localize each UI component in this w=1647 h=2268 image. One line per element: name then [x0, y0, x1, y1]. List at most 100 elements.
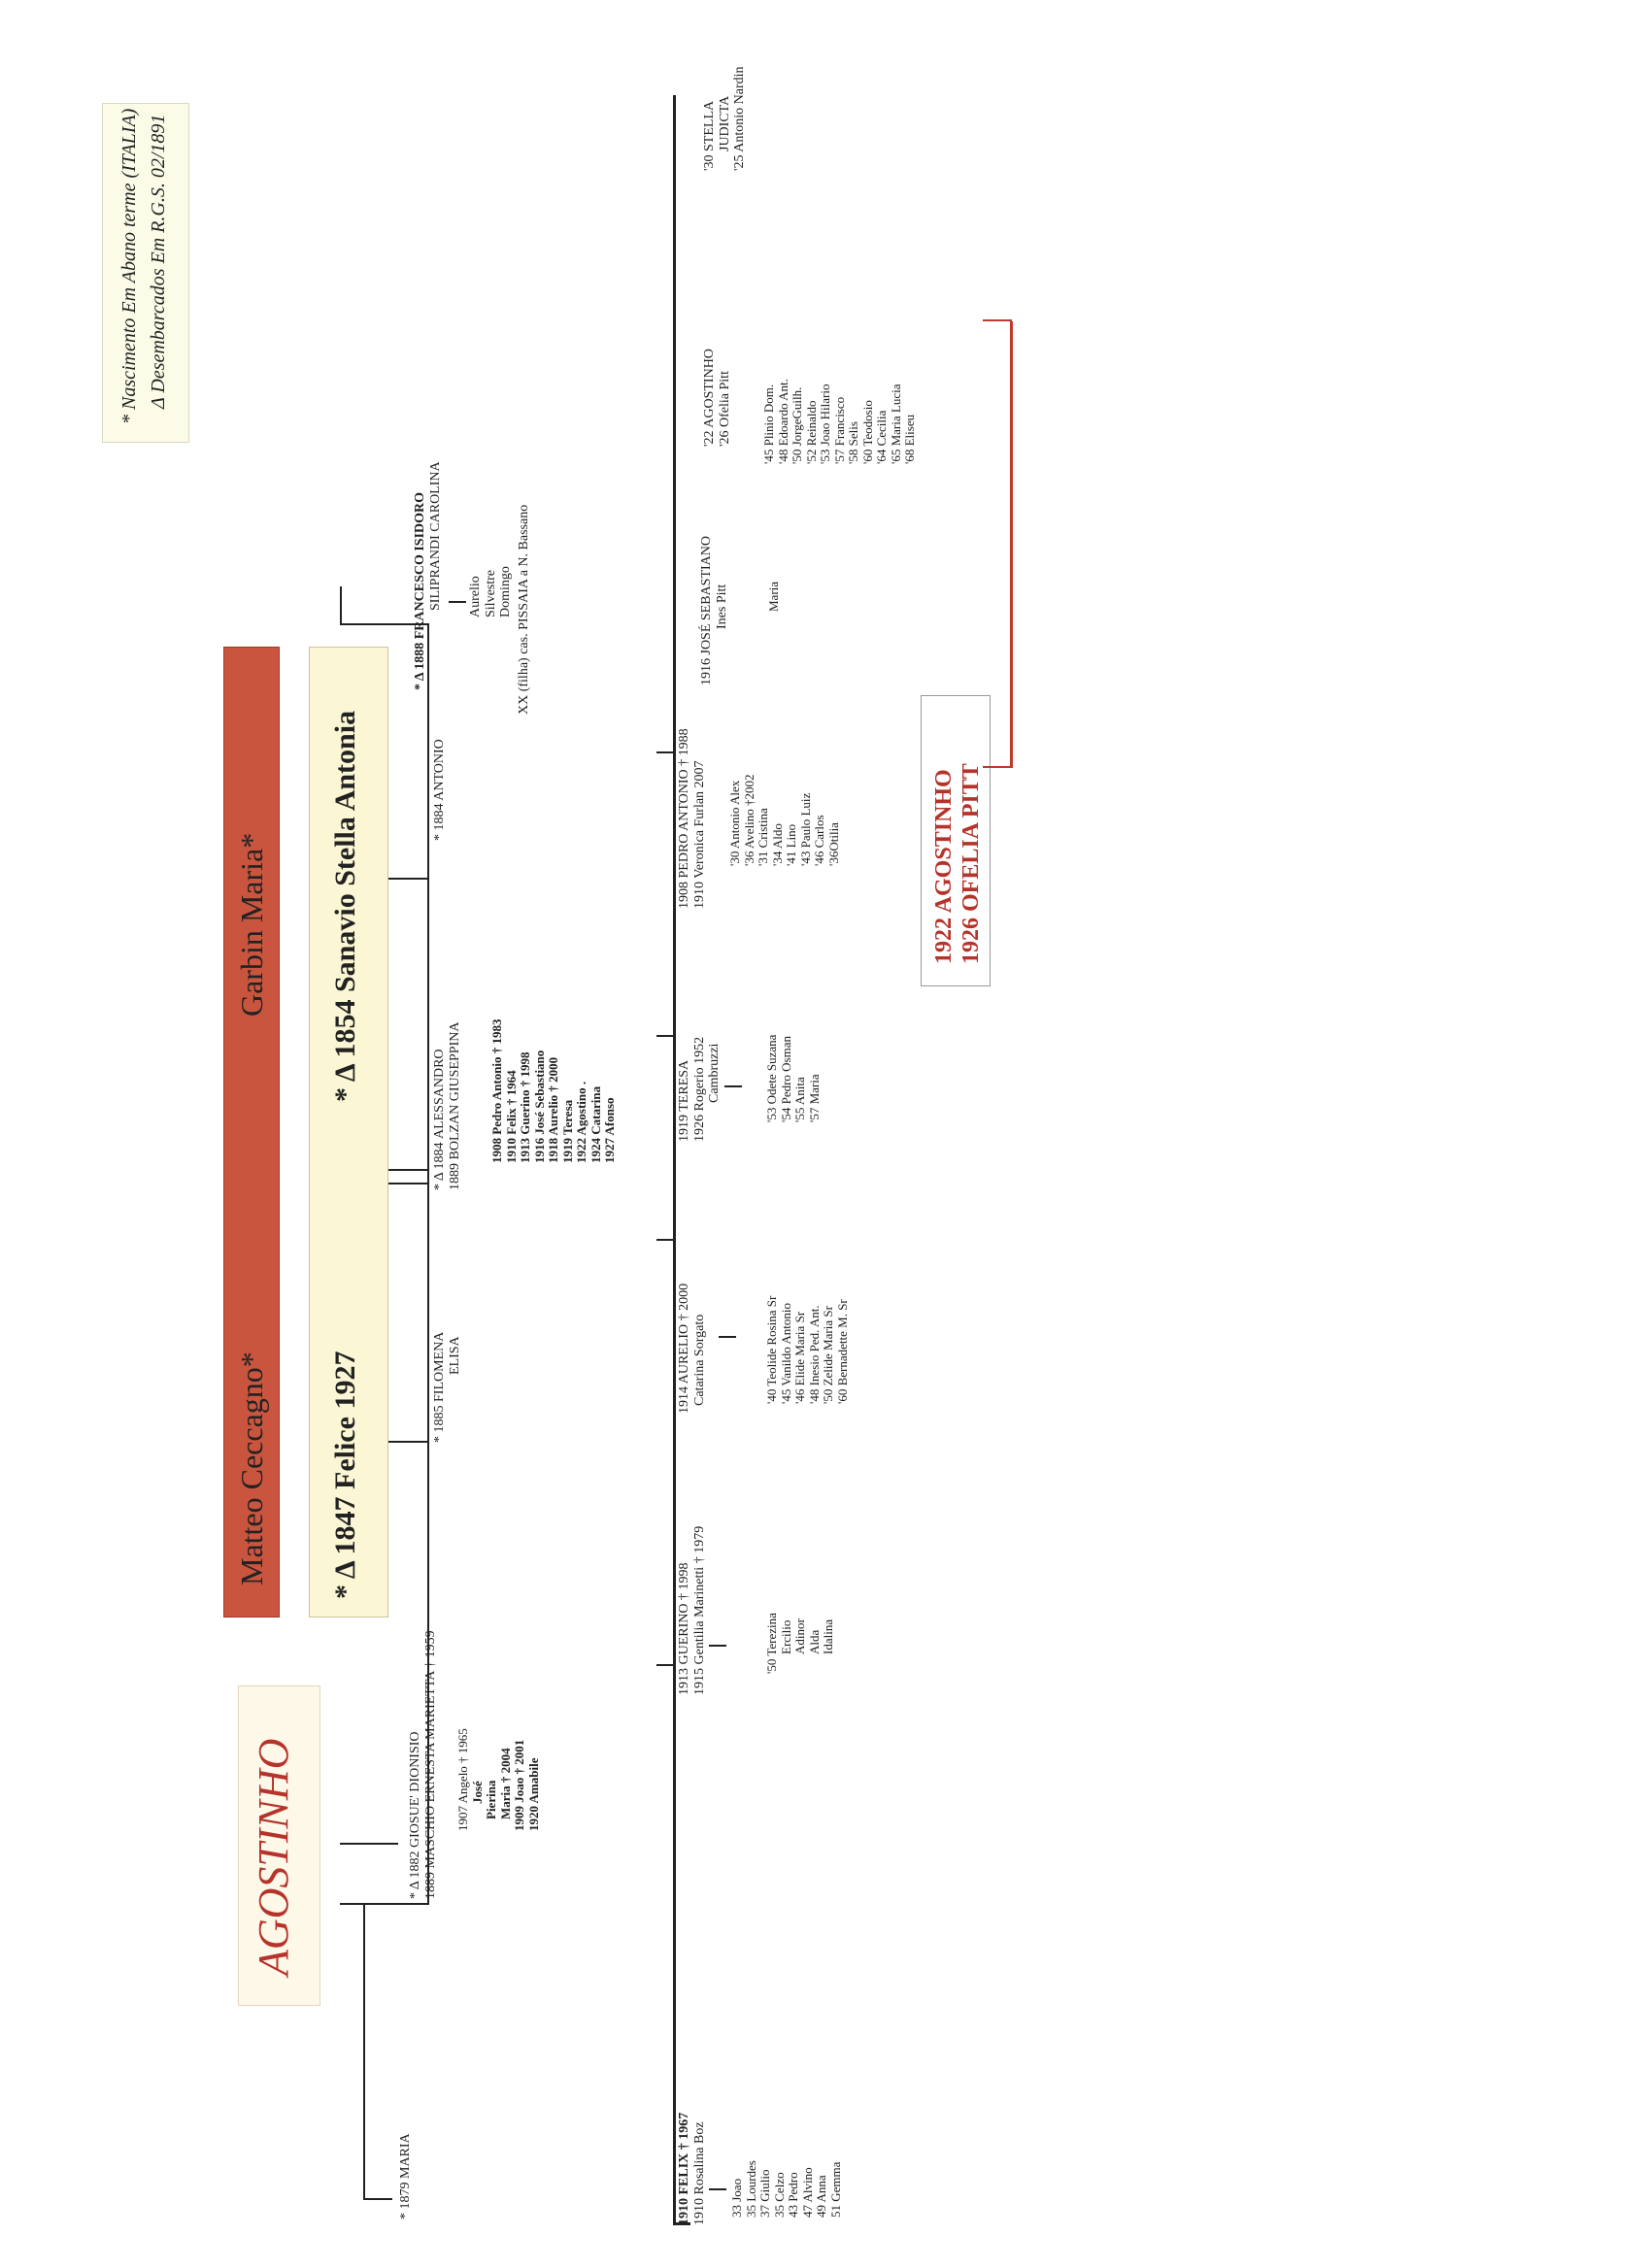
filomena-line-1: * 1885 FILOMENA [432, 1331, 447, 1443]
felix-name: 1910 FELIX † 1967 [677, 2112, 691, 2225]
gen2-filomena: * 1885 FILOMENA ELISA [432, 1332, 462, 1443]
agostinho-child: '53 Joao Hilario [818, 384, 832, 465]
gen3-stella: '30 STELLA JUDICTA '25 Antonio Nardin [702, 66, 748, 171]
gen3-guerino: 1913 GUERINO † 1998 1915 Gentilia Marine… [677, 1526, 707, 1695]
stella-name: '30 STELLA [702, 100, 717, 171]
gen3-tick [656, 1035, 674, 1037]
alessandro-children: 1908 Pedro Antonio † 1983 1910 Felix † 1… [489, 1018, 618, 1163]
alessandro-child: 1910 Felix † 1964 [503, 1070, 519, 1163]
pedro-child: '30 Antonio Alex [727, 780, 742, 866]
teresa-spouse-2: Cambruzzi [707, 1043, 722, 1103]
aurelio-child: '50 Zelide Maria Sr [821, 1306, 835, 1404]
alessandro-child: 1918 Aurelio † 2000 [546, 1056, 560, 1163]
pedro-child: '31 Cristina [756, 808, 770, 866]
aurelio-child: '40 Teolide Rosina Sr [764, 1295, 779, 1404]
alessandro-child: 1919 Teresa [559, 1099, 575, 1163]
gen2-maria: * 1879 MARIA [398, 2133, 413, 2219]
pedro-child: '41 Lino [784, 823, 798, 866]
pedro-child: '34 Aldo [769, 823, 785, 866]
guerino-child: Ercilio [778, 1619, 793, 1654]
founder-bar: * Δ 1847 Felice 1927 * Δ 1854 Sanavio St… [309, 647, 388, 1618]
alessandro-child: 1924 Catarina [588, 1085, 603, 1163]
gen3-agostinho: '22 AGOSTINHO '26 Ofelia Pitt [702, 349, 732, 447]
gen3-teresa: 1919 TERESA 1926 Rogerio 1952 Cambruzzi [677, 1037, 723, 1142]
patriarch-bar: Matteo Ceccagno* Garbin Maria* [223, 647, 280, 1618]
giosue-title: * Δ 1882 GIOSUE' DIONISIO [408, 1731, 422, 1899]
alessandro-title: * Δ 1884 ALESSANDRO [432, 1049, 447, 1190]
felix-spouse: 1910 Rosalina Boz [691, 2121, 707, 2225]
teresa-name: 1919 TERESA [677, 1059, 691, 1142]
teresa-children: '53 Odete Suzana '54 Pedro Osman '55 Ani… [764, 1034, 822, 1122]
agostinho-child: '45 Plinio Dom. [761, 384, 776, 464]
pedro-children: '30 Antonio Alex '36 Avelino †2002 '31 C… [727, 774, 841, 866]
jose-name: 1916 JOSÉ SEBASTIANO [699, 535, 714, 685]
stella-name-2: JUDICTA [717, 95, 732, 151]
filomena-line-2: ELISA [447, 1336, 462, 1375]
francesco-note: XX (filha) cas. PISSAIA a N. Bassano [517, 504, 531, 715]
pedro-spouse: 1910 Veronica Furlan 2007 [691, 760, 707, 909]
felix-child: 37 Giulio [757, 2169, 772, 2218]
teresa-spouse: 1926 Rogerio 1952 [691, 1036, 707, 1142]
agostinho-child: '50 JorgeGuilh. [790, 386, 804, 464]
aurelio-child: '60 Bernadette M. Sr [834, 1299, 850, 1404]
guerino-spouse: 1915 Gentilia Marinetti † 1979 [691, 1525, 707, 1695]
gen3-horizontal-line [673, 95, 676, 2225]
giosue-child: 1907 Angelo † 1965 [455, 1728, 470, 1831]
founder-wife-name: * Δ 1854 Sanavio Stella Antonia [329, 710, 361, 1102]
guerino-children: '50 Terezina Ercilio Adinor Alda Idalina [764, 1613, 836, 1674]
pedro-child: '43 Paulo Luiz [797, 792, 813, 866]
giosue-children: 1907 Angelo † 1965 José Pierina Maria † … [455, 1728, 541, 1831]
agostinho-name: '22 AGOSTINHO [702, 349, 717, 447]
agostinho-child: '58 Selis [846, 421, 860, 464]
gen2-left-extension [363, 1903, 365, 2200]
gen2-drop-giosue [340, 1843, 398, 1845]
teresa-child: '53 Odete Suzana [764, 1034, 779, 1122]
francesco-child: Aurelio [468, 576, 483, 617]
legend-line-1: * Nascimento Em Abano terme (ITALIA) [118, 108, 140, 424]
gen3-jose: 1916 JOSÉ SEBASTIANO Ines Pitt [699, 536, 729, 685]
agostinho-child: '65 Maria Lucia [888, 384, 903, 464]
gen2-right-extension [340, 586, 342, 625]
felix-child: 35 Celzo [771, 2172, 787, 2218]
alessandro-child: 1927 Afonso [602, 1097, 617, 1163]
francesco-spouse: SILIPRANDI CAROLINA [427, 461, 443, 611]
aurelio-spouse: Catarina Sorgato [691, 1314, 707, 1406]
family-label: AGOSTINHO [250, 1738, 297, 1976]
felix-child: 43 Pedro [786, 2172, 800, 2218]
pedro-child: '36Otilia [825, 822, 841, 866]
highlight-connector-v [1010, 321, 1013, 768]
aurelio-child: '46 Elide Maria Sr [792, 1311, 807, 1404]
francesco-child: Silvestre [483, 570, 498, 617]
gen2-drop-filomena [388, 1441, 427, 1443]
agostinho-child: '57 Francisco [831, 396, 847, 464]
alessandro-child: 1916 José Sebastiano [531, 1050, 547, 1163]
aurelio-child: '48 Inesio Ped. Ant. [806, 1305, 822, 1404]
agostinho-child: '60 Teodosio [859, 400, 875, 464]
teresa-child: '57 Maria [806, 1074, 822, 1122]
gen2-giosue: * Δ 1882 GIOSUE' DIONISIO 1889 MASCHIO E… [408, 1630, 438, 1899]
gen2-alessandro: * Δ 1884 ALESSANDRO 1889 BOLZAN GIUSEPPI… [432, 1022, 462, 1190]
highlight-connector-h1 [983, 766, 1012, 768]
pedro-child: '36 Avelino †2002 [741, 774, 756, 866]
pedro-name: 1908 PEDRO ANTONIO † 1988 [677, 728, 691, 909]
aurelio-children: '40 Teolide Rosina Sr '45 Vanildo Antoni… [764, 1295, 850, 1404]
gen2-drop-francesco [340, 623, 359, 625]
giosue-spouse: 1889 MASCHIO ERNESTA MARIETTA † 1959 [422, 1630, 438, 1899]
gen3-tick [656, 1239, 674, 1241]
francesco-title: * Δ 1888 FRANCESCO ISIDORO [413, 491, 427, 690]
giosue-child: Maria † 2004 [497, 1748, 513, 1819]
agostinho-spouse: '26 Ofelia Pitt [717, 371, 732, 447]
gen2-drop-antonio [388, 878, 427, 880]
founder-drop-line [388, 1183, 427, 1184]
felix-child: 47 Alvino [799, 2167, 815, 2218]
guerino-children-tick [709, 1645, 726, 1647]
guerino-child: '50 Terezina [764, 1613, 779, 1674]
felix-child: 51 Gemma [827, 2161, 843, 2218]
guerino-child: Idalina [821, 1618, 835, 1654]
jose-child: Maria [766, 581, 781, 612]
felix-children: 33 Joao 35 Lourdes 37 Giulio 35 Celzo 43… [729, 2160, 843, 2218]
felix-children-tick [709, 2188, 726, 2190]
legend-line-2: Δ Desembarcados Em R.G.S. 02/1891 [148, 114, 169, 409]
highlight-line-1: 1922 AGOSTINHO [931, 769, 957, 964]
